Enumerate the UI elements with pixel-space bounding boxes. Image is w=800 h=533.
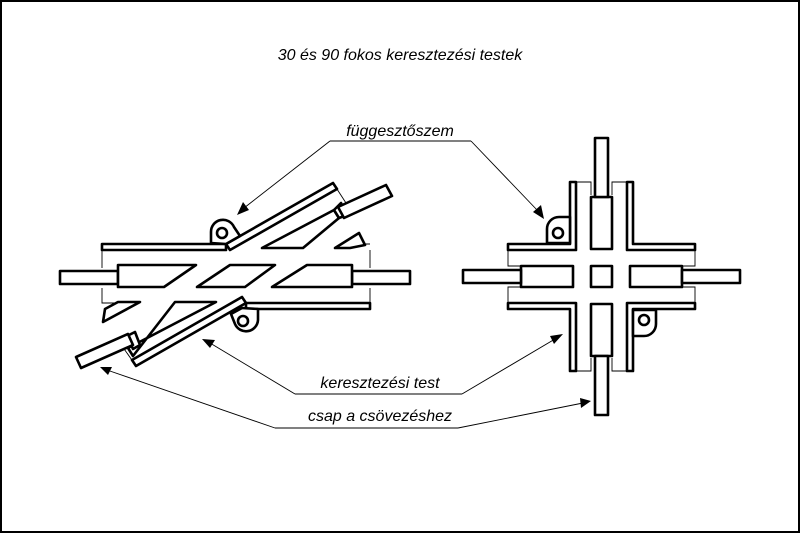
label-hanger: függesztőszem xyxy=(346,123,454,140)
hanger-lug-bottom xyxy=(229,306,260,333)
pipe-stub-bottom xyxy=(593,354,610,417)
hanger-lug-top xyxy=(545,215,572,245)
sleeve-left xyxy=(519,264,575,289)
center-block xyxy=(589,264,614,289)
diag-slot-upper-tip xyxy=(333,231,367,250)
diagonal-body-walls xyxy=(121,181,347,368)
corner-wall-top-right xyxy=(625,180,697,252)
lug-hole xyxy=(637,313,651,327)
sleeve-top xyxy=(589,195,614,251)
pipe-stub-top xyxy=(593,136,610,199)
arrow-head xyxy=(550,334,563,344)
pipe-stub-right xyxy=(680,268,742,285)
diag-slot-lower xyxy=(126,300,218,358)
diagram-title: 30 és 90 fokos keresztezési testek xyxy=(278,47,524,64)
lug-hole xyxy=(551,226,565,240)
sleeve-bottom xyxy=(589,302,614,358)
hanger-lug-bottom xyxy=(631,308,658,338)
label-crossing-body: keresztezési test xyxy=(320,375,440,392)
callout-pipe-stub: csap a csövezéshez xyxy=(100,367,591,429)
sleeve-right xyxy=(628,264,684,289)
callout-hanger: függesztőszem xyxy=(237,123,544,219)
arrow-head xyxy=(533,205,544,219)
callout-crossing-body: keresztezési test xyxy=(202,334,563,395)
arrow-head xyxy=(202,339,215,348)
pipe-stub-diag-upper xyxy=(336,183,394,220)
pipe-stub-right xyxy=(350,269,412,286)
core-center-slot xyxy=(195,263,277,289)
arrow-head xyxy=(100,367,112,375)
label-pipe-stub: csap a csövezéshez xyxy=(308,408,452,425)
pipe-stub-left xyxy=(461,268,523,285)
core-right-sleeve xyxy=(270,263,354,289)
diag-slot-lower-tip xyxy=(101,300,142,324)
pipe-stub-left xyxy=(58,269,120,286)
arrow-head xyxy=(237,202,249,215)
arrow-head xyxy=(580,398,591,408)
core-left-sleeve xyxy=(116,263,198,289)
lug-hole xyxy=(236,314,250,328)
crossing-30deg xyxy=(58,181,412,370)
crossing-90deg xyxy=(461,136,742,417)
lug-hole xyxy=(215,226,229,240)
pipe-stub-diag-lower xyxy=(74,332,135,370)
hanger-lug-top xyxy=(209,218,242,246)
